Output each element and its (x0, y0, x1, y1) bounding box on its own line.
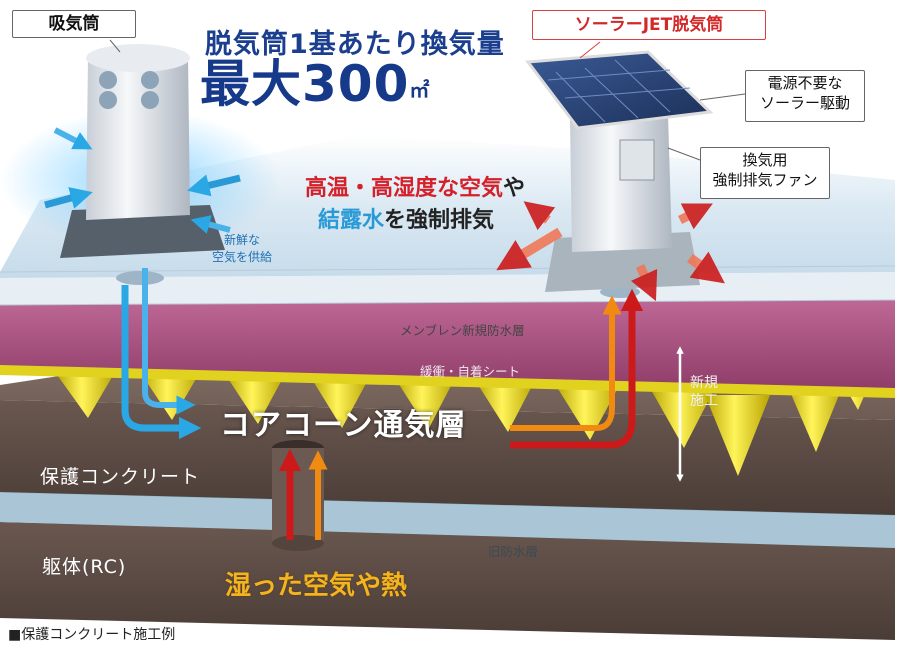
new-construction-label: 新規 施工 (690, 374, 718, 410)
protective-concrete-label: 保護コンクリート (40, 466, 201, 488)
fan-callout: 換気用 強制排気ファン (700, 147, 830, 199)
message-line2: 結露水を強制排気 (318, 202, 494, 234)
new-construction-line2: 施工 (690, 393, 718, 409)
core-cones (55, 360, 880, 476)
solar-stack-label: ソーラーJET脱気筒 (532, 10, 766, 40)
cushion-sheet-label: 緩衝・自着シート (420, 364, 521, 379)
title-unit: ㎡ (409, 78, 431, 102)
solar-stack-illustration (496, 50, 725, 302)
fresh-air-line1: 新鮮な (224, 233, 261, 247)
membrane-layer-label: メンブレン新規防水層 (400, 323, 525, 338)
new-construction-line1: 新規 (690, 375, 718, 391)
no-power-callout: 電源不要な ソーラー駆動 (745, 70, 865, 122)
protective-concrete-layer (0, 400, 895, 515)
moist-air-label: 湿った空気や熱 (225, 571, 408, 601)
old-waterproof-layer (0, 492, 895, 548)
fan-line2: 強制排気ファン (712, 171, 818, 189)
structure-label: 躯体(RC) (42, 556, 127, 578)
core-cone-layer-label: コアコーン通気層 (220, 408, 467, 443)
message-suffix2: を強制排気 (384, 208, 495, 233)
fresh-air-label: 新鮮な 空気を供給 (212, 232, 272, 266)
message-condensation: 結露水 (318, 208, 385, 233)
intake-stack-illustration (0, 44, 280, 258)
message-line1: 高温・高湿度な空気や (305, 170, 525, 202)
fresh-air-line2: 空気を供給 (212, 250, 273, 264)
title-value: 最大300 (200, 55, 410, 113)
old-waterproof-label: 旧防水層 (488, 544, 539, 559)
structure-layer (0, 522, 895, 640)
message-suffix1: や (503, 176, 526, 201)
fan-line1: 換気用 (742, 151, 788, 169)
cushion-sheet-layer (0, 295, 895, 395)
title-line1: 脱気筒1基あたり換気量 (205, 29, 505, 60)
figure-caption: ■保護コンクリート施工例 (8, 627, 176, 643)
message-hot-air: 高温・高湿度な空気 (305, 176, 504, 201)
no-power-line1: 電源不要な (767, 74, 843, 92)
intake-stack-label: 吸気筒 (12, 10, 136, 38)
title-line2: 最大300㎡ (200, 54, 430, 114)
no-power-line2: ソーラー駆動 (759, 94, 850, 112)
